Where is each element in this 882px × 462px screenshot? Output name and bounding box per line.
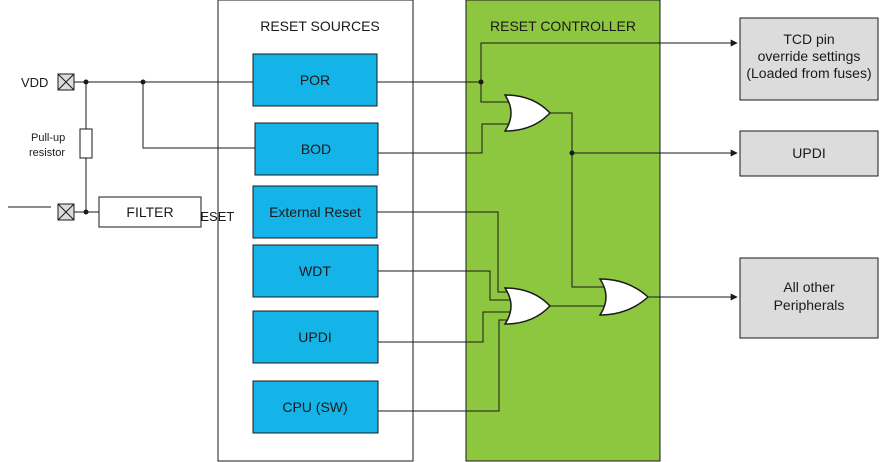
updi-source-label: UPDI: [298, 329, 331, 345]
external-reset-block: [252, 185, 378, 239]
junction-dots: [83, 79, 575, 215]
pullup-label-line2: resistor: [29, 147, 65, 159]
or-gate-sources: [503, 287, 552, 325]
peripherals-output-block: [739, 257, 879, 339]
bod-label: BOD: [301, 141, 331, 157]
reset-controller-title: RESET CONTROLLER: [490, 18, 636, 34]
peripherals-label-line1: All other: [783, 279, 835, 295]
updi-source-block: [252, 310, 379, 364]
reset-controller-panel: [465, 0, 661, 462]
por-label: POR: [300, 72, 330, 88]
peripherals-label-line2: Peripherals: [774, 297, 845, 313]
tcd-label-line3: (Loaded from fuses): [746, 65, 871, 81]
cpu-block: [252, 380, 379, 434]
tcd-label-line1: TCD pin: [783, 31, 834, 47]
wires: [8, 39, 738, 412]
vdd-label: VDD: [21, 75, 48, 90]
filter-block: [98, 196, 202, 228]
or-gate-final: [598, 278, 650, 316]
updi-output-block: [739, 130, 879, 177]
pullup-resistor: [79, 128, 93, 159]
reset-sources-title: RESET SOURCES: [260, 18, 380, 34]
pullup-label-line1: Pull-up: [31, 132, 65, 144]
tcd-output-block: [739, 17, 879, 101]
or-gate-power: [503, 94, 552, 132]
wdt-label: WDT: [299, 263, 331, 279]
external-reset-label: External Reset: [269, 204, 361, 220]
bod-block: [254, 122, 379, 176]
reset-pin: [57, 203, 75, 221]
tcd-label-line2: override settings: [758, 48, 861, 64]
updi-output-label: UPDI: [792, 145, 825, 161]
filter-label: FILTER: [126, 204, 173, 220]
reset-label: RESET: [191, 209, 234, 224]
por-block: [252, 53, 378, 107]
vdd-pin: [57, 73, 75, 91]
cpu-label: CPU (SW): [282, 399, 347, 415]
wdt-block: [252, 244, 379, 298]
